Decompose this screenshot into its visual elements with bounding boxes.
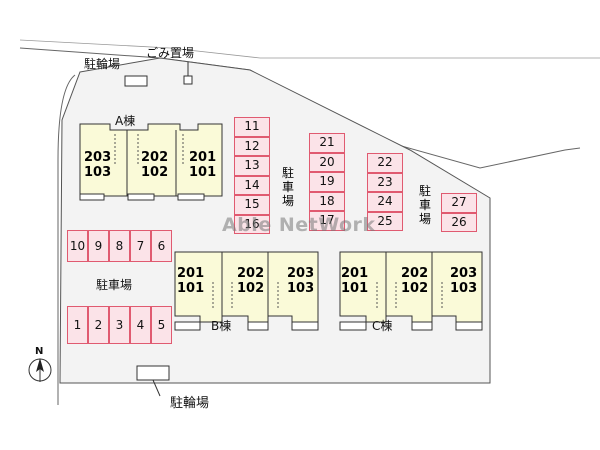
parking-space-11: 11 (234, 117, 270, 137)
parking-mid-vertical-label: 駐 車 場 (281, 166, 294, 208)
parking-space-8: 8 (109, 230, 130, 262)
parking-space-19: 19 (309, 172, 345, 192)
parking-space-25: 25 (367, 211, 403, 231)
parking-space-24: 24 (367, 192, 403, 212)
building-c-name: C棟 (372, 319, 393, 333)
north-label: N (35, 346, 44, 357)
parking-space-10: 10 (67, 230, 88, 262)
parking-space-5: 5 (151, 306, 172, 344)
parking-space-27: 27 (441, 193, 477, 213)
parking-space-2: 2 (88, 306, 109, 344)
watermark: Able NetWork (222, 214, 376, 236)
parking-space-26: 26 (441, 212, 477, 232)
building-a-name: A棟 (115, 114, 136, 128)
parking-space-16: 16 (234, 214, 270, 234)
parking-space-13: 13 (234, 156, 270, 176)
bike-parking-bottom-box (136, 365, 170, 381)
parking-space-18: 18 (309, 191, 345, 211)
parking-left-label: 駐車場 (96, 278, 133, 292)
parking-space-15: 15 (234, 195, 270, 215)
parking-space-1: 1 (67, 306, 88, 344)
trash-box (183, 75, 193, 85)
parking-space-23: 23 (367, 172, 403, 192)
parking-space-9: 9 (88, 230, 109, 262)
building-b-outline (174, 251, 319, 331)
parking-space-3: 3 (109, 306, 130, 344)
bike-parking-bottom-label: 駐輪場 (170, 396, 210, 411)
parking-space-7: 7 (130, 230, 151, 262)
building-b-name: B棟 (211, 319, 232, 333)
bike-parking-top-box (124, 75, 148, 87)
building-c-outline (339, 251, 483, 331)
parking-space-12: 12 (234, 136, 270, 156)
bike-parking-top-label: 駐輪場 (84, 57, 121, 71)
north-arrow-icon (28, 358, 52, 382)
parking-right-vertical-label: 駐 車 場 (418, 184, 431, 226)
parking-space-6: 6 (151, 230, 172, 262)
parking-space-20: 20 (309, 152, 345, 172)
parking-space-14: 14 (234, 175, 270, 195)
parking-space-22: 22 (367, 153, 403, 173)
building-a-outline (79, 123, 223, 201)
trash-area-label: ごみ置場 (146, 46, 195, 60)
parking-space-4: 4 (130, 306, 151, 344)
parking-space-17: 17 (309, 211, 345, 231)
parking-space-21: 21 (309, 133, 345, 153)
